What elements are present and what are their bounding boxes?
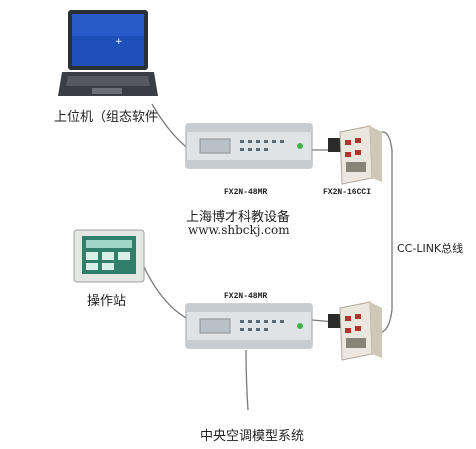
host-pc-label: 上位机（组态软件 [54, 110, 159, 125]
cc-link-bus-label: CC-LINK总线 [397, 242, 464, 255]
company-url: www.shbckj.com [188, 223, 290, 237]
hmi-to-plc-line [139, 257, 191, 321]
laptop-icon: + [58, 10, 158, 96]
plc-bottom-icon [185, 303, 313, 349]
cc-top-label: FX2N-16CCI [323, 188, 372, 197]
company-name: 上海博才科教设备 [186, 210, 291, 225]
cc-module-top-icon [328, 125, 382, 185]
plc-to-system-line [245, 349, 249, 411]
plc-bottom-label: FX2N-48MR [224, 292, 268, 301]
cc-module-bottom-icon [328, 301, 382, 361]
plc-top-label: FX2N-48MR [224, 188, 268, 197]
hmi-panel-icon [73, 229, 145, 283]
hmi-label: 操作站 [87, 294, 127, 309]
system-label: 中央空调模型系统 [200, 429, 305, 444]
svg-text:+: + [115, 37, 123, 47]
plc-top-icon [185, 123, 313, 169]
